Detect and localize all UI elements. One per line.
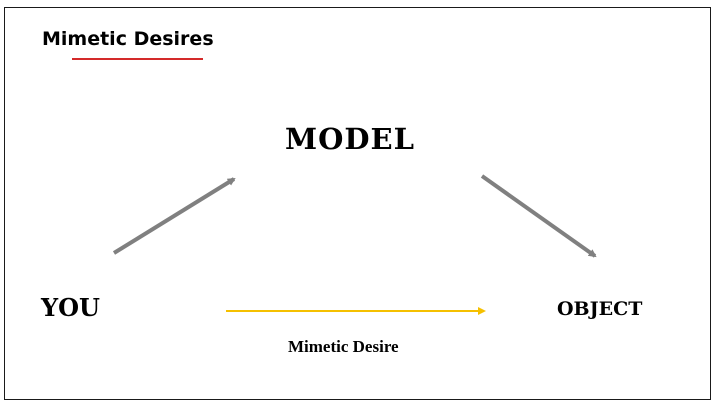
node-model: MODEL (285, 122, 416, 156)
node-you: YOU (41, 293, 100, 322)
node-object: OBJECT (557, 298, 643, 320)
edge-label-mimetic-desire: Mimetic Desire (288, 337, 399, 356)
diagram-title: Mimetic Desires (42, 28, 214, 50)
title-underline (72, 58, 203, 60)
